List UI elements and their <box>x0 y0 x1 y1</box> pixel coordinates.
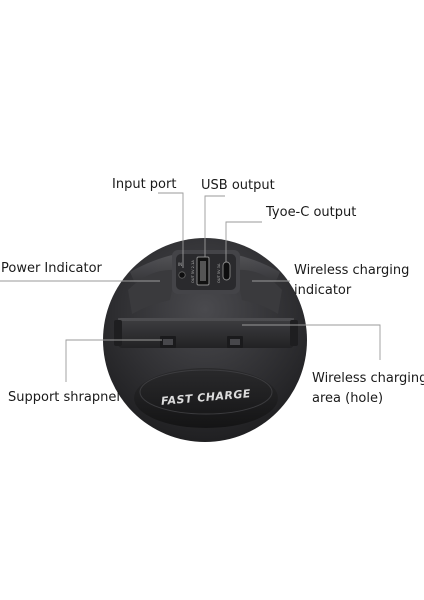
label-typec-output: Tyoe-C output <box>266 205 357 220</box>
label-support-shrapnel: Support shrapnel <box>8 390 120 405</box>
label-usb-output: USB output <box>201 178 275 193</box>
label-wireless-indicator-2: indicator <box>294 283 352 298</box>
label-power-indicator: Power Indicator <box>1 261 102 276</box>
label-input-port: Input port <box>112 177 177 192</box>
label-wireless-area-1: Wireless charging <box>312 371 424 386</box>
shrapnel-right <box>227 336 243 348</box>
shrapnel-left <box>160 336 176 348</box>
label-wireless-indicator-1: Wireless charging <box>294 263 410 278</box>
fast-charge-pad <box>134 368 278 428</box>
label-wireless-area-2: area (hole) <box>312 391 384 406</box>
port-label-usb: OUT 5V 2.1A <box>191 260 195 283</box>
typec-port <box>222 261 231 281</box>
leader-lines <box>0 192 381 382</box>
support-bar <box>118 318 294 348</box>
port-label-in: IN <box>178 262 182 267</box>
input-port-hole <box>178 271 186 279</box>
port-label-typec: OUT 5V 3A <box>217 263 221 283</box>
